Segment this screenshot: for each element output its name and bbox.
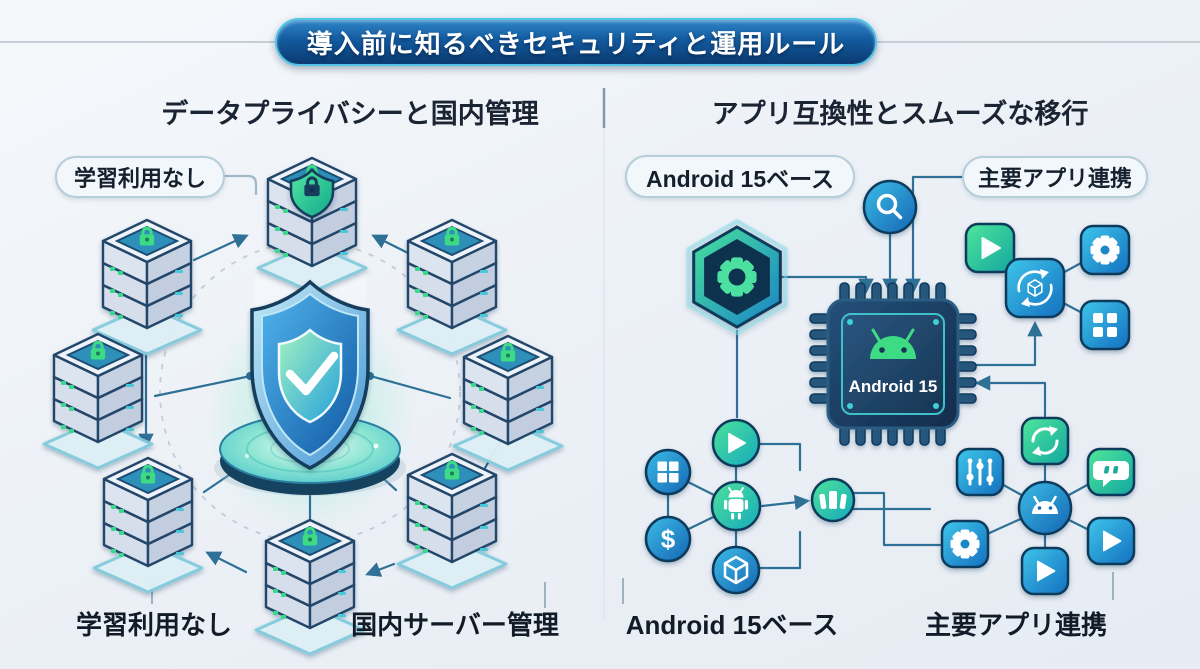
page-title: 導入前に知るべきセキュリティと運用ルール [306, 28, 846, 59]
play-store-icon [1086, 516, 1136, 566]
shield-lock-badge-icon [289, 168, 335, 219]
bottom-left-cluster: $ [644, 418, 856, 595]
bottom-right-cluster [940, 416, 1136, 596]
callout-app-integration-label: 主要アプリ連携 [977, 166, 1132, 191]
hexagon-gear-icon [686, 218, 788, 336]
cube-icon [711, 545, 761, 595]
chip-label: Android 15 [849, 377, 938, 396]
title-banner: 導入前に知るべきセキュリティと運用ルール [275, 18, 877, 66]
app-grid-icon [1079, 299, 1131, 351]
windows-icon [644, 448, 692, 496]
callout-android15-base-label: Android 15ベース [646, 165, 834, 192]
right-panel-heading: アプリ互換性とスムーズな移行 [711, 99, 1089, 129]
sync-icon [1020, 416, 1070, 466]
server-stack-icon [44, 334, 152, 468]
label-no-training: 学習利用なし [75, 610, 232, 640]
play-store-icon [964, 222, 1016, 274]
label-app-integration: 主要アプリ連携 [924, 610, 1107, 640]
play-store-icon [1020, 546, 1070, 596]
left-panel-heading: データプライバシーと国内管理 [161, 99, 539, 129]
server-stack-icon [398, 454, 506, 588]
shield-check-icon [250, 279, 370, 470]
android-logo-icon [870, 328, 916, 359]
android-head-icon [1017, 480, 1073, 536]
callout-no-training: 学習利用なし [55, 156, 225, 198]
server-stack-icon [256, 520, 364, 654]
chat-icon [1086, 447, 1136, 497]
callout-connector [219, 174, 258, 195]
server-stack-icon [94, 458, 202, 592]
callout-no-training-label: 学習利用なし [73, 166, 206, 191]
server-stack-icon [93, 220, 201, 354]
label-android15-base: Android 15ベース [625, 610, 839, 640]
play-store-icon [711, 418, 761, 468]
sliders-icon [955, 447, 1005, 497]
svg-text:$: $ [661, 524, 676, 554]
android-chip-icon: Android 15 [809, 282, 977, 446]
search-icon [862, 179, 918, 235]
label-stubs-right [622, 572, 1114, 604]
top-right-cluster [964, 222, 1131, 351]
gear-icon [1079, 224, 1131, 276]
panorama-icon [810, 477, 856, 523]
gear-icon [940, 519, 990, 569]
server-stack-icon [398, 220, 506, 354]
server-stack-icon [454, 336, 562, 470]
android-robot-icon [710, 480, 762, 532]
callout-android15-base: Android 15ベース [625, 155, 855, 198]
callout-app-integration: 主要アプリ連携 [962, 156, 1148, 198]
label-domestic-server: 国内サーバー管理 [351, 610, 559, 640]
package-sync-icon [1004, 257, 1066, 319]
dollar-icon: $ [644, 515, 692, 563]
